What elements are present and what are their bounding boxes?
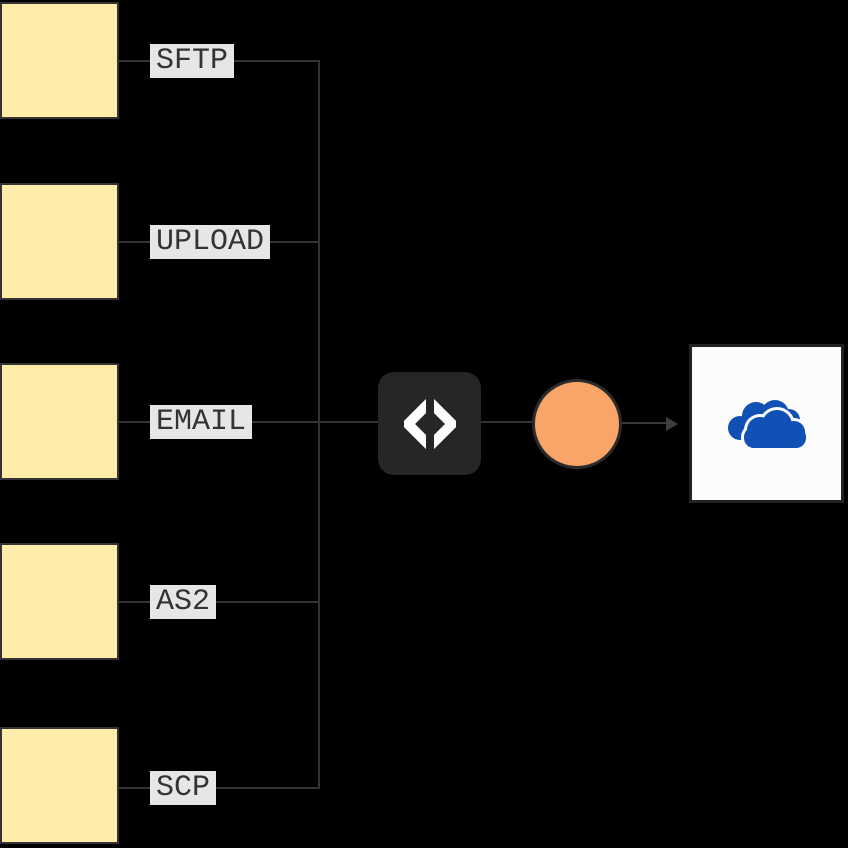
- source-square-as2: [0, 543, 119, 660]
- protocol-label-scp: SCP: [150, 771, 217, 805]
- protocol-label-as2: AS2: [150, 585, 217, 619]
- vertical-bus-line: [318, 60, 320, 789]
- protocol-label-sftp: SFTP: [150, 44, 235, 78]
- protocol-label-email: EMAIL: [150, 405, 253, 439]
- state-circle: [532, 379, 622, 469]
- connector-circle-to-destination: [622, 422, 668, 424]
- destination-box: [689, 344, 844, 503]
- source-square-email: [0, 363, 119, 480]
- connector-line-scp: [119, 787, 320, 789]
- hub-node: [378, 372, 481, 475]
- connector-line-as2: [119, 601, 320, 603]
- onedrive-clouds-icon: [727, 399, 809, 451]
- source-square-scp: [0, 727, 119, 844]
- connector-hub-to-circle: [481, 421, 532, 423]
- source-square-upload: [0, 183, 119, 300]
- arrowhead-icon: [666, 417, 678, 431]
- diamond-chevrons-icon: [403, 397, 456, 450]
- source-square-sftp: [0, 2, 119, 119]
- protocol-label-upload: UPLOAD: [150, 225, 271, 259]
